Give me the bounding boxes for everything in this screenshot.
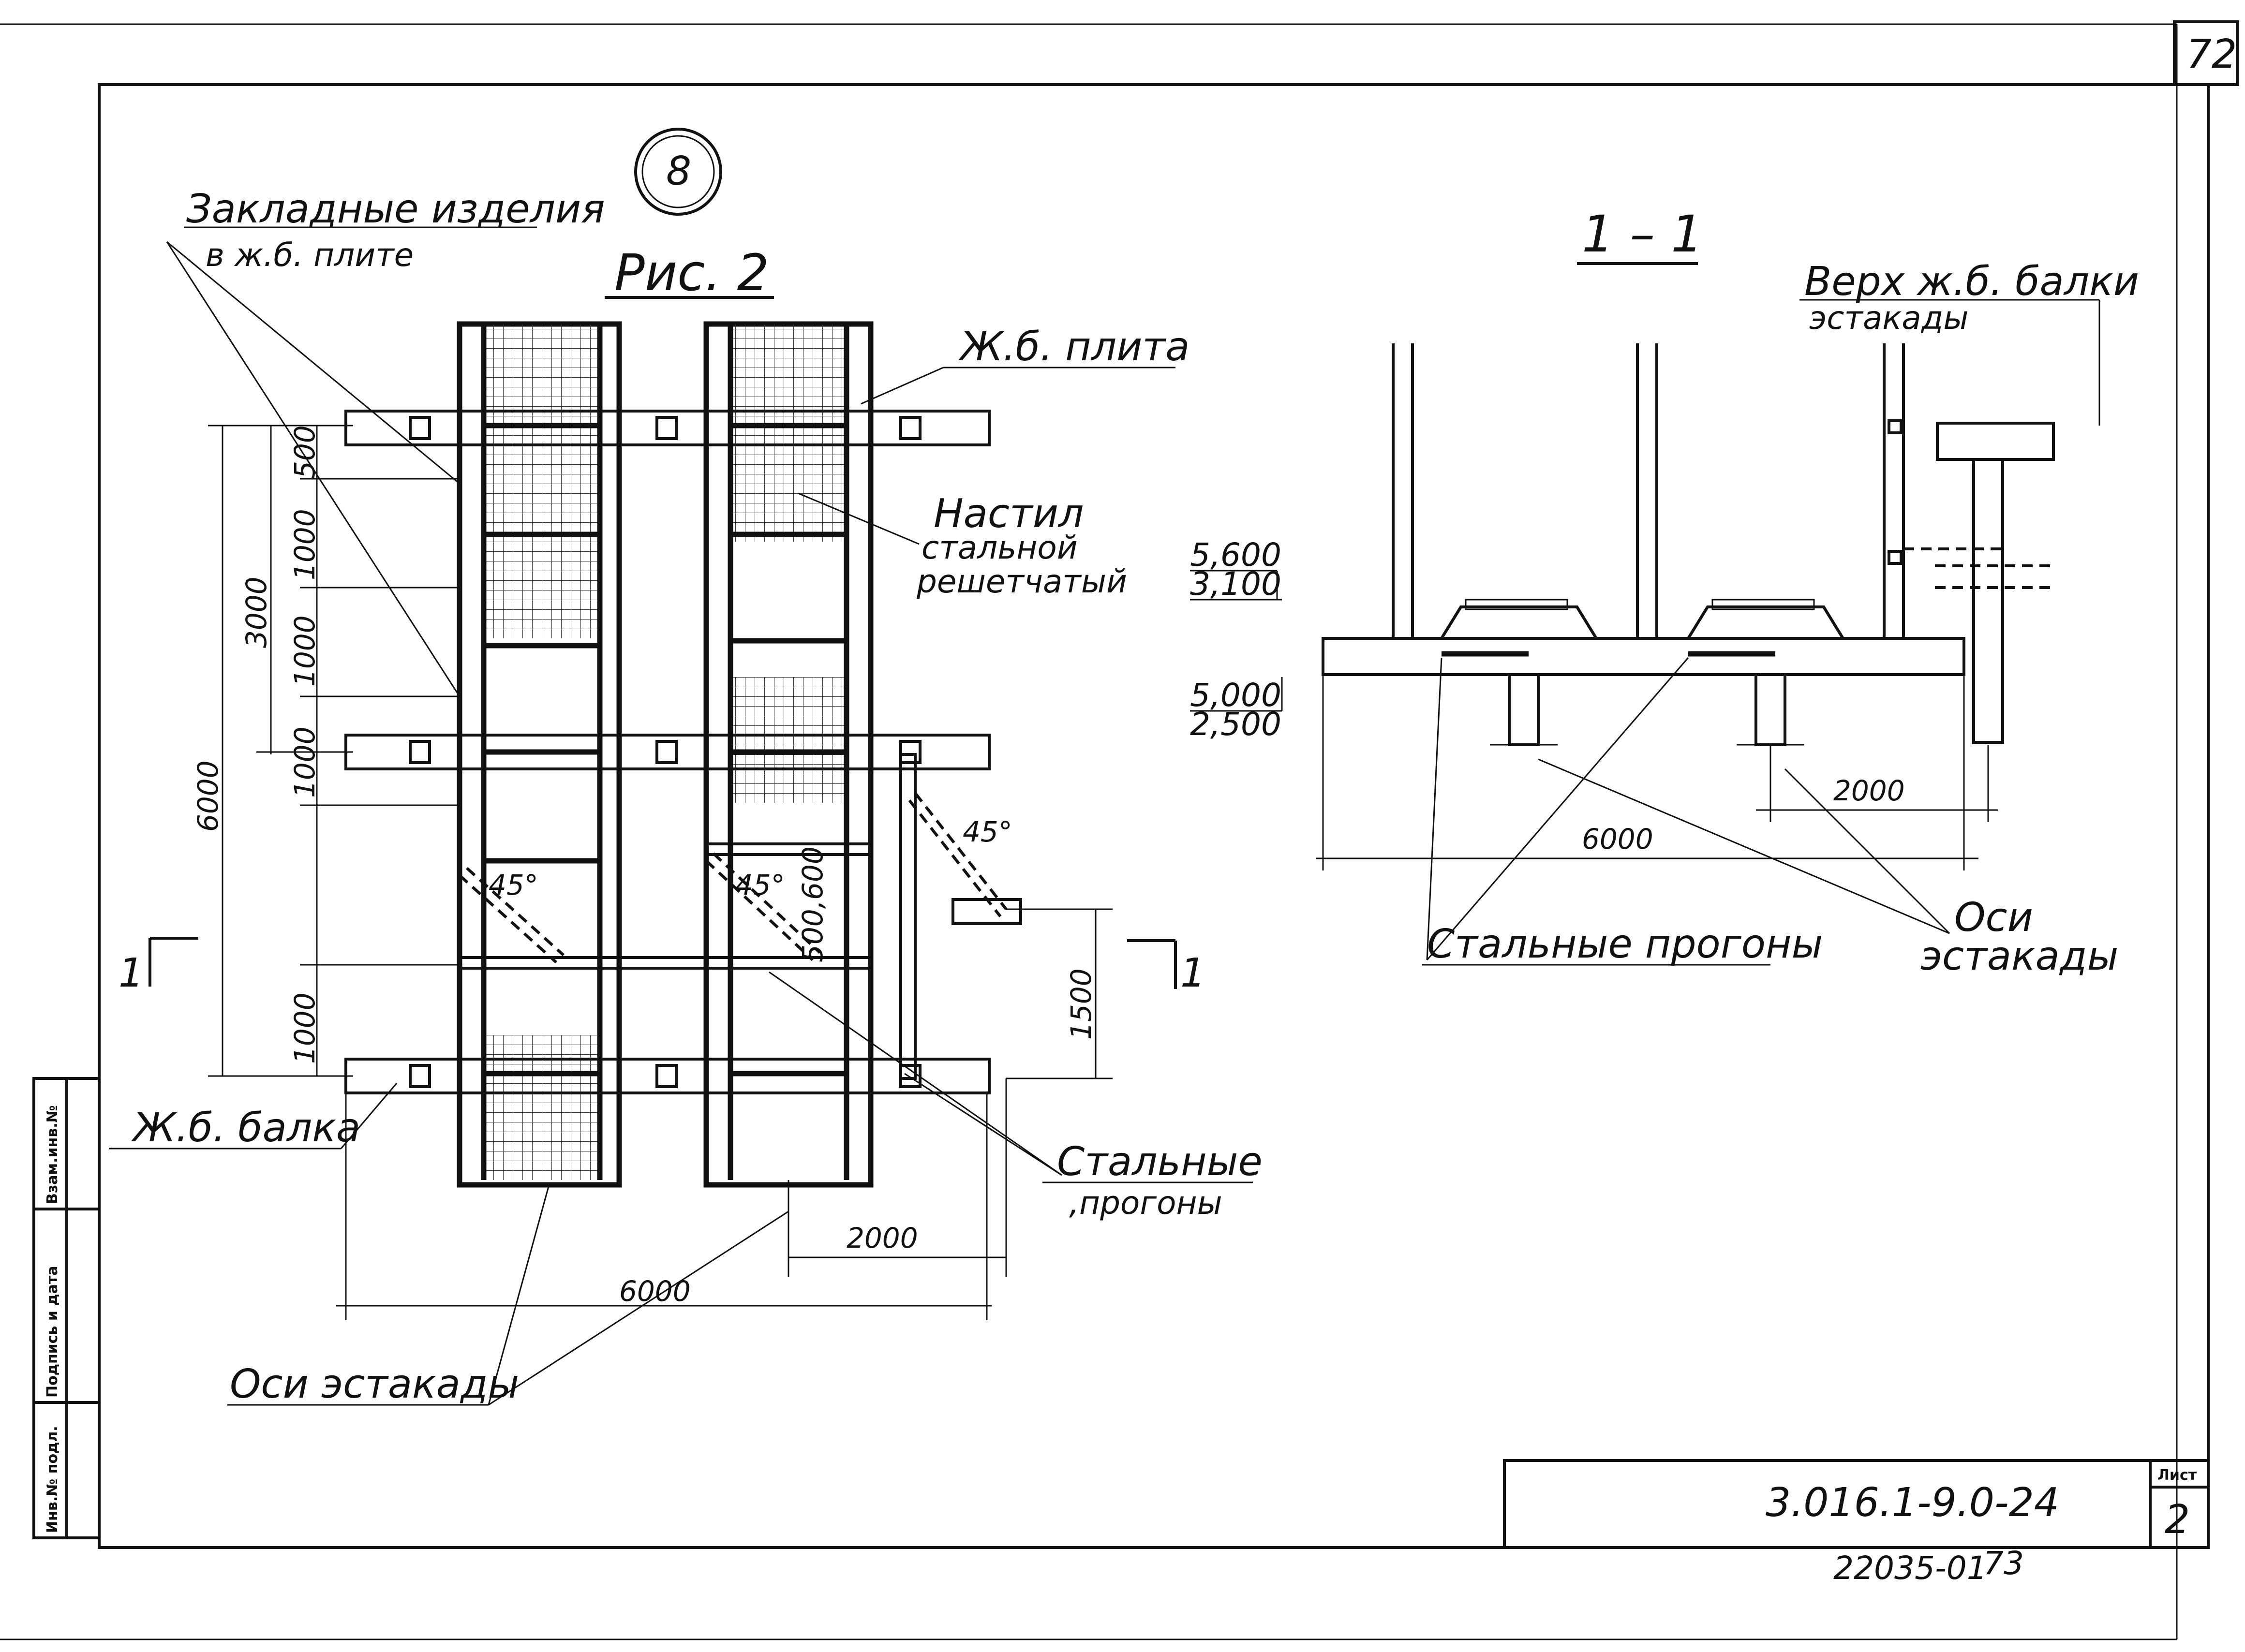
callout-axes-line2: эстакады	[1920, 933, 2118, 979]
rc-beam-section	[1936, 422, 2055, 461]
callout-grating-line3: решетчатый	[916, 563, 1127, 600]
dim-1000-c: 1000	[288, 726, 321, 798]
stamp-inv-podl: Инв.№ подл.	[44, 1426, 61, 1533]
grating-right-top	[730, 324, 847, 542]
callout-rc-slab: Ж.б. плита	[958, 324, 1189, 370]
angle-1: 45°	[489, 869, 538, 901]
rc-beam-3	[344, 1058, 991, 1094]
angle-2: 45°	[735, 869, 785, 901]
dim-500: 500	[288, 425, 321, 479]
elevation-2-bottom: 2,500	[1190, 706, 1281, 743]
section-mark-right: 1	[1180, 950, 1205, 996]
sheet-label: Лист	[2157, 1467, 2197, 1484]
rc-beam-1	[344, 410, 991, 446]
section-dim-2000: 2000	[1833, 774, 1905, 807]
callout-embedded-items-line2: в ж.б. плите	[206, 236, 414, 274]
elevation-2-top: 5,000	[1190, 677, 1281, 714]
dim-6000-vertical: 6000	[192, 760, 224, 832]
side-stamp	[32, 1077, 101, 1539]
callout-trestle-axes: Оси эстакады	[230, 1361, 519, 1407]
callout-embedded-items-line1: Закладные изделия	[186, 186, 605, 232]
dim-3000: 3000	[240, 576, 273, 648]
title-block	[1503, 1459, 2210, 1549]
grating-left-bottom	[484, 1035, 600, 1180]
angle-3: 45°	[963, 815, 1012, 848]
section-mark-left: 1	[119, 950, 144, 996]
dim-1500: 1500	[1065, 968, 1098, 1040]
callout-beam-top-line2: эстакады	[1809, 299, 1968, 337]
elevation-1-top: 5,600	[1190, 536, 1281, 574]
dim-2000: 2000	[847, 1222, 918, 1254]
variant-number: 8	[666, 148, 691, 194]
dim-1000-d: 1000	[288, 992, 321, 1064]
sheet-number: 2	[2165, 1497, 2190, 1543]
stamp-podpis-data: Подпись и дата	[44, 1266, 61, 1398]
variant-circle	[634, 128, 722, 216]
rc-girder	[1322, 637, 1965, 676]
dim-500-600: 500,600	[796, 846, 829, 962]
elevation-1-bottom: 3,100	[1190, 565, 1281, 603]
callout-section-steel-purlins: Стальные прогоны	[1427, 921, 1823, 967]
grating-section-2	[1687, 599, 1844, 657]
grating-left-top	[484, 324, 600, 638]
grating-section-1	[1440, 599, 1598, 657]
callout-steel-purlins-line2: ,прогоны	[1069, 1184, 1222, 1222]
dim-1000-b: 1000	[288, 615, 321, 687]
dim-1000-a: 1000	[288, 509, 321, 580]
callout-rc-beam: Ж.б. балка	[131, 1105, 360, 1151]
figure-title: Рис. 2	[614, 243, 769, 302]
sheet-frame	[0, 20, 2239, 1640]
callout-beam-top-line1: Верх ж.б. балки	[1804, 259, 2139, 305]
plan-view: 8 Рис. 2	[109, 128, 1263, 1407]
dim-6000-horizontal: 6000	[619, 1275, 691, 1308]
callout-grating-line1: Настил	[934, 491, 1084, 537]
callout-steel-purlins-line1: Стальные	[1057, 1139, 1263, 1185]
stamp-vzam-inv: Взам.инв.№	[44, 1105, 61, 1204]
section-title: 1 – 1	[1582, 205, 1703, 264]
callout-grating-line2: стальной	[922, 529, 1078, 566]
archive-number: 22035-01	[1833, 1549, 1987, 1587]
section-dim-6000: 6000	[1582, 823, 1653, 856]
section-view: 1 – 1 5,600 3	[1190, 205, 2139, 979]
rc-beam-2	[344, 734, 991, 770]
grating-right-mid	[730, 677, 847, 803]
archive-suffix: 73	[1983, 1545, 2024, 1582]
page-number: 72	[2186, 31, 2237, 77]
designation: 3.016.1-9.0-24	[1766, 1480, 2059, 1526]
callout-axes-line1: Оси	[1954, 895, 2033, 941]
